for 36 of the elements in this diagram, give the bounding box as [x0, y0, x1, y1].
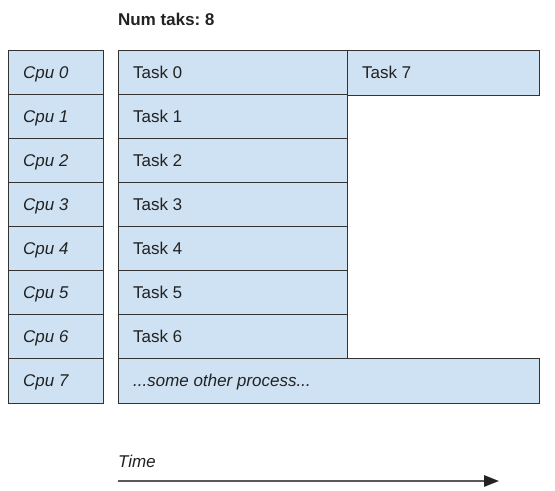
task-bar	[118, 226, 348, 272]
cell-label: Task 1	[133, 106, 182, 127]
cell-label: ...some other process...	[133, 370, 311, 391]
task-bar	[118, 270, 348, 316]
cpu-cell	[8, 226, 104, 272]
cell-label: Cpu 7	[23, 370, 68, 391]
cell-label: Task 5	[133, 282, 182, 303]
cell-label: Cpu 5	[23, 282, 68, 303]
cell-label: Task 3	[133, 194, 182, 215]
task-bar	[347, 50, 540, 96]
task-bar	[118, 94, 348, 140]
task-bar	[118, 314, 348, 360]
task-bar	[118, 182, 348, 228]
cell-label: Task 0	[133, 62, 182, 83]
cell-label: Cpu 1	[23, 106, 68, 127]
cell-label: Cpu 3	[23, 194, 68, 215]
cell-label: Cpu 6	[23, 326, 68, 347]
cell-label: Cpu 0	[23, 62, 68, 83]
task-bar	[118, 138, 348, 184]
cell-label: Cpu 4	[23, 238, 68, 259]
cell-label: Task 2	[133, 150, 182, 171]
cpu-cell	[8, 270, 104, 316]
cpu-cell	[8, 182, 104, 228]
cell-label: Task 6	[133, 326, 182, 347]
cpu-cell	[8, 94, 104, 140]
cpu-cell	[8, 358, 104, 404]
chart-title: Num taks: 8	[118, 10, 214, 30]
task-bar	[118, 358, 540, 404]
task-bar	[118, 50, 348, 96]
cpu-cell	[8, 138, 104, 184]
cpu-cell	[8, 50, 104, 96]
axis-label: Time	[118, 452, 156, 472]
cpu-cell	[8, 314, 104, 360]
cell-label: Task 7	[362, 62, 412, 83]
cell-label: Cpu 2	[23, 150, 68, 171]
cell-label: Task 4	[133, 238, 182, 259]
